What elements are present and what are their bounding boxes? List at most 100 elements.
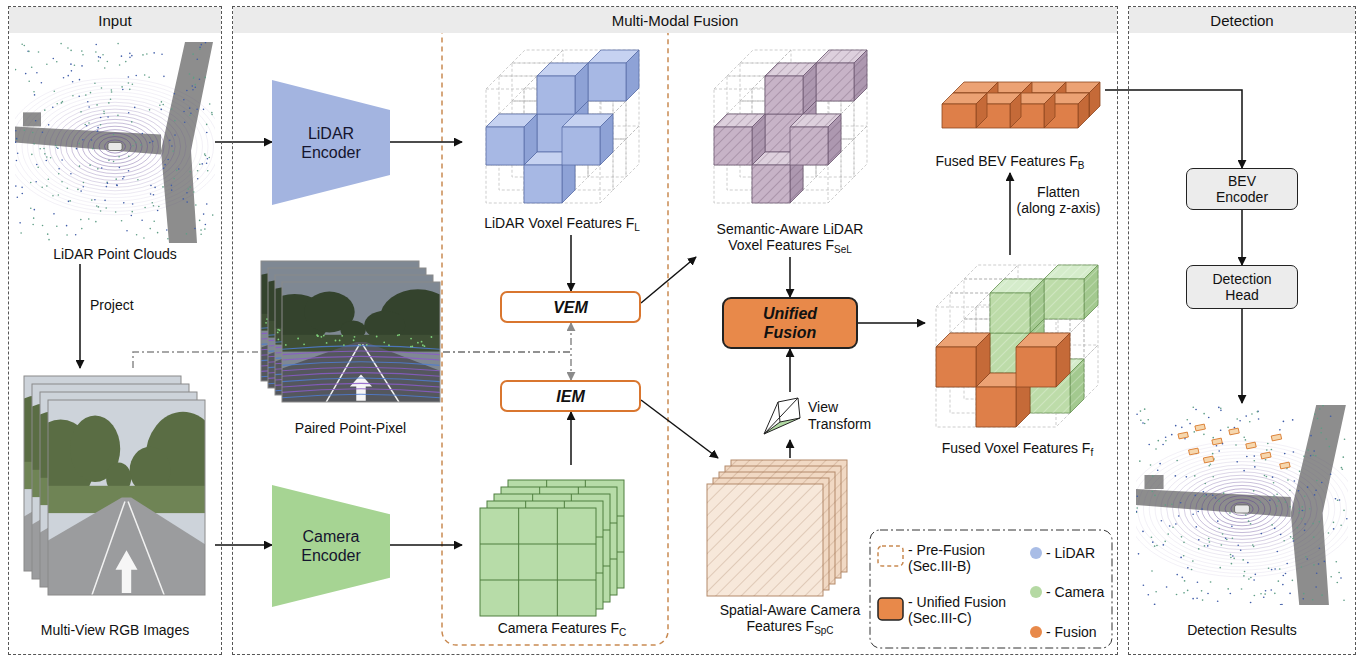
lidar-voxels: [562, 127, 600, 165]
lidar-point-cloud: [129, 53, 131, 55]
detection-scene: [1232, 555, 1234, 557]
detection-scene: [1243, 575, 1245, 577]
semantic-voxels: [790, 127, 828, 165]
detection-scene: [1136, 512, 1137, 514]
lidar-point-cloud: [80, 219, 82, 221]
lidar-point-cloud: [30, 182, 32, 184]
lidar-point-cloud: [131, 211, 133, 213]
paired-image-stack: [282, 383, 440, 387]
lidar-point-cloud: [55, 145, 57, 147]
detection-scene: [1235, 505, 1250, 513]
process-box: Detection Head: [1186, 265, 1298, 309]
detection-scene: [1321, 482, 1323, 484]
bev-feature-grid: [1010, 93, 1021, 128]
detection-scene: [1147, 419, 1149, 421]
lidar-voxels: [562, 114, 613, 165]
lidar-point-cloud: [163, 167, 165, 169]
lidar-point-cloud: [107, 182, 109, 184]
detection-scene: [1346, 518, 1348, 520]
fused-voxels: [990, 279, 1044, 333]
lidar-point-cloud: [207, 170, 209, 172]
detection-scene: [1299, 471, 1301, 473]
lidar-point-cloud: [162, 104, 164, 106]
lidar-point-cloud: [200, 44, 202, 46]
lidar-point-cloud: [21, 193, 23, 195]
detection-scene: [1263, 596, 1265, 598]
detection-scene: [1315, 586, 1317, 588]
fused-voxels: [936, 347, 976, 387]
detection-scene: [1273, 482, 1275, 484]
detection-scene: [1264, 593, 1266, 595]
detection-scene: [1248, 578, 1250, 580]
lidar-point-cloud: [174, 134, 176, 136]
lidar-point-cloud: [96, 104, 98, 106]
legend-swatches: [878, 546, 903, 566]
detection-scene: [1212, 453, 1214, 455]
detection-scene: [1303, 593, 1305, 595]
detection-scene: [1190, 479, 1294, 540]
frustum-icon: [764, 418, 800, 434]
lidar-point-cloud: [50, 106, 181, 188]
paired-image-stack: [388, 344, 390, 346]
lidar-point-cloud: [189, 114, 191, 116]
lidar-point-cloud: [52, 58, 54, 60]
lidar-point-cloud: [88, 106, 90, 108]
detection-scene: [1218, 528, 1220, 530]
lidar-point-cloud: [204, 77, 206, 79]
detection-scene: [1219, 496, 1265, 523]
lidar-point-cloud: [110, 98, 112, 100]
detection-scene: [1232, 537, 1234, 539]
paired-image-stack: [354, 336, 356, 338]
lidar-point-cloud: [48, 124, 50, 126]
detection-scene: [1155, 458, 1329, 560]
flow-arrow: [215, 544, 272, 546]
lidar-point-cloud: [56, 103, 58, 105]
lidar-point-cloud: [31, 66, 33, 68]
lidar-point-cloud: [189, 107, 191, 109]
detection-scene: [1307, 486, 1309, 488]
semantic-voxels: [752, 114, 765, 165]
detection-scene: [1303, 456, 1305, 458]
legend-swatches: [878, 598, 903, 620]
lidar-voxels: [562, 127, 600, 165]
module-box: IEM: [500, 380, 641, 412]
detection-scene: [1138, 553, 1140, 555]
lidar-point-cloud: [94, 82, 96, 84]
detection-scene: [1290, 536, 1292, 538]
detection-scene: [1239, 420, 1241, 422]
figure-caption: Fused BEV Features FB: [935, 153, 1084, 173]
paired-image-stack: [282, 367, 440, 371]
lidar-point-cloud: [78, 95, 80, 97]
detection-scene: [1136, 495, 1138, 497]
detection-scene: [1316, 572, 1318, 574]
lidar-point-cloud: [154, 187, 156, 189]
lidar-point-cloud: [74, 64, 76, 66]
fused-voxels: [1030, 279, 1044, 333]
lidar-point-cloud: [141, 219, 143, 221]
detection-scene: [1209, 464, 1211, 466]
caption-text: Camera Features F: [498, 620, 619, 636]
lidar-point-cloud: [81, 228, 83, 230]
detection-scene: [1340, 577, 1342, 579]
semantic-voxels: [752, 165, 790, 203]
node-text: VEM: [553, 298, 588, 317]
figure-caption: LiDAR Point Clouds: [53, 246, 177, 264]
detection-scene: [1136, 405, 1348, 605]
lidar-point-cloud: [118, 156, 120, 158]
node-text: IEM: [556, 387, 584, 406]
lidar-voxels: [486, 127, 524, 165]
detection-scene: [1319, 548, 1321, 550]
lidar-point-cloud: [105, 207, 107, 209]
lidar-point-cloud: [28, 80, 30, 82]
lidar-point-cloud: [104, 200, 106, 202]
detection-scene: [1319, 408, 1321, 410]
lidar-point-cloud: [39, 148, 41, 150]
lidar-point-cloud: [53, 213, 55, 215]
detection-scene: [1162, 544, 1164, 546]
detection-scene: [1197, 582, 1199, 584]
detection-scene: [1291, 405, 1346, 605]
figure-node: Detection Results: [1136, 403, 1348, 640]
detection-scene: [1318, 563, 1320, 565]
detection-scene: [1140, 419, 1142, 421]
